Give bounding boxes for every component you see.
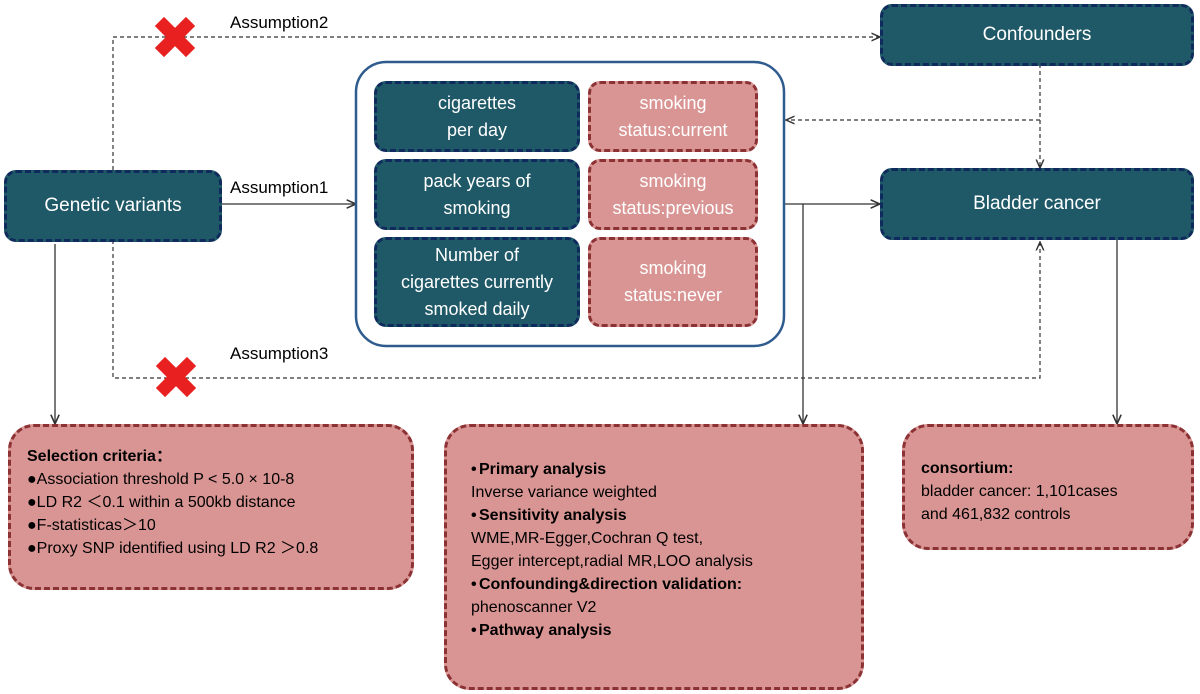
- node-bladder-cancer: Bladder cancer: [880, 168, 1194, 240]
- node-pack-years: pack years of smoking: [374, 159, 580, 230]
- criteria-item: ●Association threshold P < 5.0 × 10-8: [27, 471, 295, 488]
- consortium-cases: bladder cancer: 1,101cases: [921, 483, 1118, 500]
- primary-analysis-text: Inverse variance weighted: [471, 484, 657, 501]
- node-status-previous: smoking status:previous: [588, 159, 758, 230]
- consortium-box: consortium: bladder cancer: 1,101cases a…: [902, 424, 1194, 550]
- assumption2-label: Assumption2: [230, 13, 329, 32]
- bullet-icon: ●: [27, 494, 37, 511]
- bullet-icon: •: [471, 461, 477, 478]
- bullet-icon: •: [471, 507, 477, 524]
- exposure-group-frame: [354, 60, 786, 348]
- node-confounders: Confounders: [880, 4, 1194, 66]
- bullet-icon: •: [471, 622, 477, 639]
- node-cigarettes-daily: Number of cigarettes currently smoked da…: [374, 237, 580, 327]
- consortium-controls: and 461,832 controls: [921, 506, 1071, 523]
- node-genetic-variants: Genetic variants: [4, 170, 222, 242]
- assumption3-label: Assumption3: [230, 344, 329, 363]
- edge-assumption2: [112, 37, 880, 170]
- node-cigarettes-per-day: cigarettes per day: [374, 81, 580, 152]
- consortium-title: consortium:: [921, 460, 1014, 477]
- node-status-never: smoking status:never: [588, 237, 758, 327]
- pathway-analysis-heading: •Pathway analysis: [471, 619, 851, 642]
- bullet-icon: ●: [27, 471, 37, 488]
- confounding-validation-heading: •Confounding&direction validation:: [471, 573, 851, 596]
- criteria-item: ●Proxy SNP identified using LD R2 ＞0.8: [27, 540, 319, 557]
- bullet-icon: •: [471, 576, 477, 593]
- sensitivity-analysis-text: WME,MR-Egger,Cochran Q test,: [471, 530, 704, 547]
- bullet-icon: ●: [27, 540, 37, 557]
- red-x-icon: [155, 356, 197, 398]
- assumption1-label: Assumption1: [230, 178, 329, 197]
- sensitivity-analysis-heading: •Sensitivity analysis: [471, 504, 851, 527]
- selection-criteria-box: Selection criteria： ●Association thresho…: [8, 424, 414, 590]
- confounding-validation-text: phenoscanner V2: [471, 599, 597, 616]
- criteria-item: ●F-statisticas＞10: [27, 517, 156, 534]
- primary-analysis-heading: •Primary analysis: [471, 458, 851, 481]
- node-status-current: smoking status:current: [588, 81, 758, 152]
- criteria-item: ●LD R2 ＜0.1 within a 500kb distance: [27, 494, 296, 511]
- red-x-icon: [154, 16, 196, 58]
- bullet-icon: ●: [27, 517, 37, 534]
- selection-criteria-title: Selection criteria：: [27, 448, 172, 465]
- analysis-box: •Primary analysis Inverse variance weigh…: [444, 424, 864, 690]
- sensitivity-analysis-text: Egger intercept,radial MR,LOO analysis: [471, 553, 753, 570]
